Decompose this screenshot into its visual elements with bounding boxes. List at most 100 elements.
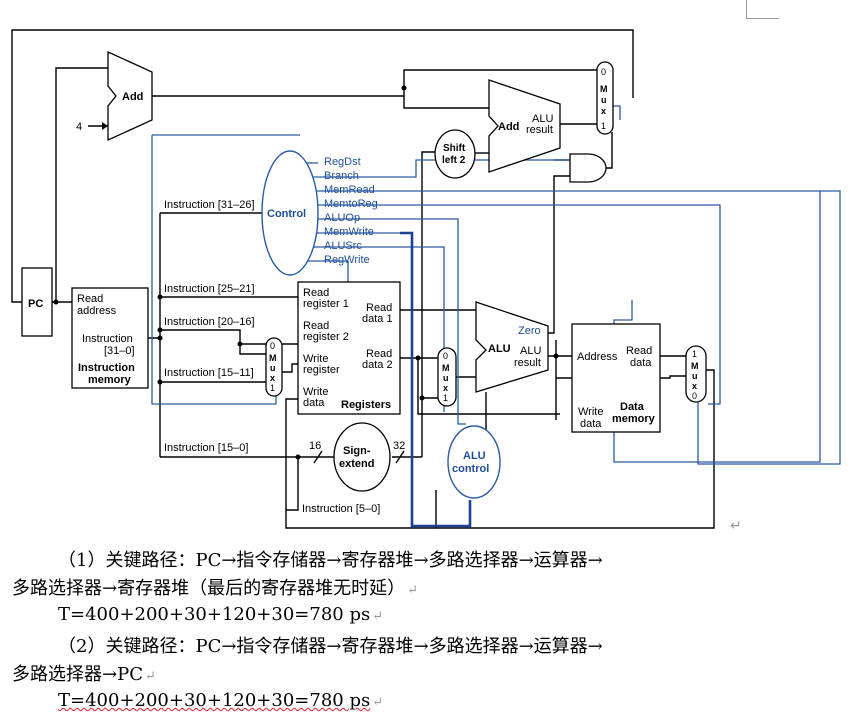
pcsrc-mux: 0 M u x 1 <box>596 61 614 135</box>
sign-extend-label-2: extend <box>339 458 374 470</box>
path-1-text-1: （1）关键路径：PC→指令存储器→寄存器堆→多路选择器→运算器→ <box>58 550 603 571</box>
signal-aluop: ALUOp <box>324 212 360 224</box>
single-cycle-datapath-diagram: Add 4 PC Read address Instruction [31–0]… <box>11 29 841 534</box>
path-1-formula-text: T=400+200+30+120+30=780 ps <box>58 604 371 625</box>
sign-extend: Sign- extend 16 32 <box>309 422 405 492</box>
control-wires <box>151 105 841 528</box>
pc-label: PC <box>28 298 43 310</box>
signal-alusrc: ALUSrc <box>324 240 362 252</box>
imem-title-1: Instruction <box>78 362 135 374</box>
shift-left-2: Shift left 2 <box>434 129 476 179</box>
sign-extend-in-bits: 16 <box>309 440 321 452</box>
dmem-write-1: Write <box>578 406 603 418</box>
signal-memwrite: MemWrite <box>324 226 374 238</box>
imem-address-label: address <box>77 305 117 317</box>
alusrc-mux: 0 M u x 1 <box>437 347 457 407</box>
path-1-line-2: 多路选择器→寄存器堆（最后的寄存器堆无时延）↵ <box>12 574 418 600</box>
branch-adder-result: result <box>526 124 553 136</box>
path-2-text-1: （2）关键路径：PC→指令存储器→寄存器堆→多路选择器→运算器→ <box>58 636 603 657</box>
mux-letter-m: M <box>691 361 699 371</box>
mux-letter-u: u <box>270 363 276 373</box>
alu-control-label-1: ALU <box>463 450 486 462</box>
reg-read-data1-b: data 1 <box>362 313 393 325</box>
alu-result-1: ALU <box>520 345 541 357</box>
constant-four: 4 <box>76 121 82 133</box>
mux-letter-x: x <box>692 381 697 391</box>
registers-title: Registers <box>341 399 391 411</box>
path-2-line-2: 多路选择器→PC↵ <box>12 660 156 686</box>
path-2-text-2: 多路选择器→PC <box>12 664 143 685</box>
mux-bit-1: 1 <box>270 383 275 393</box>
memtoreg-mux: 1 M u x 0 <box>685 345 707 403</box>
imem-bits-label: [31–0] <box>104 345 135 357</box>
mux-bit-0: 0 <box>443 351 448 361</box>
pc-adder-label: Add <box>122 91 143 103</box>
signal-branch: Branch <box>324 170 359 182</box>
field-5-0: Instruction [5–0] <box>302 503 380 515</box>
return-mark: ↵ <box>730 518 742 534</box>
reg-write-data-a: Write <box>303 386 328 398</box>
register-file: Read register 1 Read register 2 Write re… <box>297 281 401 415</box>
instruction-memory: Read address Instruction [31–0] Instruct… <box>71 287 149 389</box>
signal-memtoreg: MemtoReg <box>324 198 378 210</box>
sign-extend-label-1: Sign- <box>343 445 371 457</box>
field-15-0: Instruction [15–0] <box>164 442 248 454</box>
return-mark: ↵ <box>407 583 418 598</box>
alu-control: ALU control <box>447 425 501 499</box>
pc-adder: Add <box>107 50 153 142</box>
path-1-text-2: 多路选择器→寄存器堆（最后的寄存器堆无时延） <box>12 578 406 599</box>
mux-letter-x: x <box>270 373 275 383</box>
field-20-16: Instruction [20–16] <box>164 316 255 328</box>
imem-instruction-label: Instruction <box>82 333 133 345</box>
field-31-26: Instruction [31–26] <box>164 199 255 211</box>
mux-bit-0: 0 <box>601 67 606 77</box>
mux-bit-0: 0 <box>270 341 275 351</box>
reg-read-reg1-b: register 1 <box>303 298 349 310</box>
arrow-head <box>102 122 108 130</box>
dmem-title-1: Data <box>620 401 645 413</box>
imem-title-2: memory <box>88 374 132 386</box>
pc-register: PC <box>21 267 53 337</box>
mux-letter-u: u <box>692 371 698 381</box>
branch-and-gate <box>569 153 607 183</box>
reg-read-reg2-b: register 2 <box>303 331 349 343</box>
dmem-read-1: Read <box>626 345 652 357</box>
imem-read-label: Read <box>77 293 103 305</box>
path-1-line-1: （1）关键路径：PC→指令存储器→寄存器堆→多路选择器→运算器→ <box>58 546 603 572</box>
signal-regdst: RegDst <box>324 156 361 168</box>
dmem-write-2: data <box>580 418 602 430</box>
control-unit: Control <box>261 150 319 276</box>
signal-regwrite: RegWrite <box>324 254 370 266</box>
mux-letter-x: x <box>443 383 448 393</box>
return-mark: ↵ <box>372 609 384 624</box>
mux-letter-m: M <box>600 84 608 94</box>
reg-write-data-b: data <box>303 397 325 409</box>
mux-letter-m: M <box>442 363 450 373</box>
mux-letter-x: x <box>601 106 606 116</box>
return-mark: ↵ <box>144 669 156 684</box>
field-15-11: Instruction [15–11] <box>164 367 254 379</box>
shift-label-1: Shift <box>443 143 466 154</box>
reg-read-reg1-a: Read <box>303 287 329 299</box>
main-alu: ALU Zero ALU result <box>475 301 549 393</box>
mux-bit-1: 1 <box>443 393 448 403</box>
field-25-21: Instruction [25–21] <box>164 283 255 295</box>
return-mark: ↵ <box>372 695 384 710</box>
mux-bit-1: 1 <box>692 349 697 359</box>
data-memory: Address Read data Write data Data memory <box>571 323 661 433</box>
shift-label-2: left 2 <box>442 155 466 166</box>
mux-letter-u: u <box>601 95 607 105</box>
mux-letter-u: u <box>443 373 449 383</box>
signal-memread: MemRead <box>324 184 375 196</box>
branch-adder: Add ALU result <box>488 79 561 173</box>
branch-adder-label: Add <box>498 121 519 133</box>
sign-extend-out-bits: 32 <box>393 440 405 452</box>
path-2-formula-text: T=400+200+30+120+30=780 ps <box>58 690 371 711</box>
path-2-line-1: （2）关键路径：PC→指令存储器→寄存器堆→多路选择器→运算器→ <box>58 632 603 658</box>
reg-read-data2-b: data 2 <box>362 359 393 371</box>
mux-letter-m: M <box>269 353 277 363</box>
reg-read-data2-a: Read <box>366 348 392 360</box>
alu-label: ALU <box>488 343 511 355</box>
mux-bit-1: 1 <box>601 121 606 131</box>
dmem-read-2: data <box>630 357 652 369</box>
